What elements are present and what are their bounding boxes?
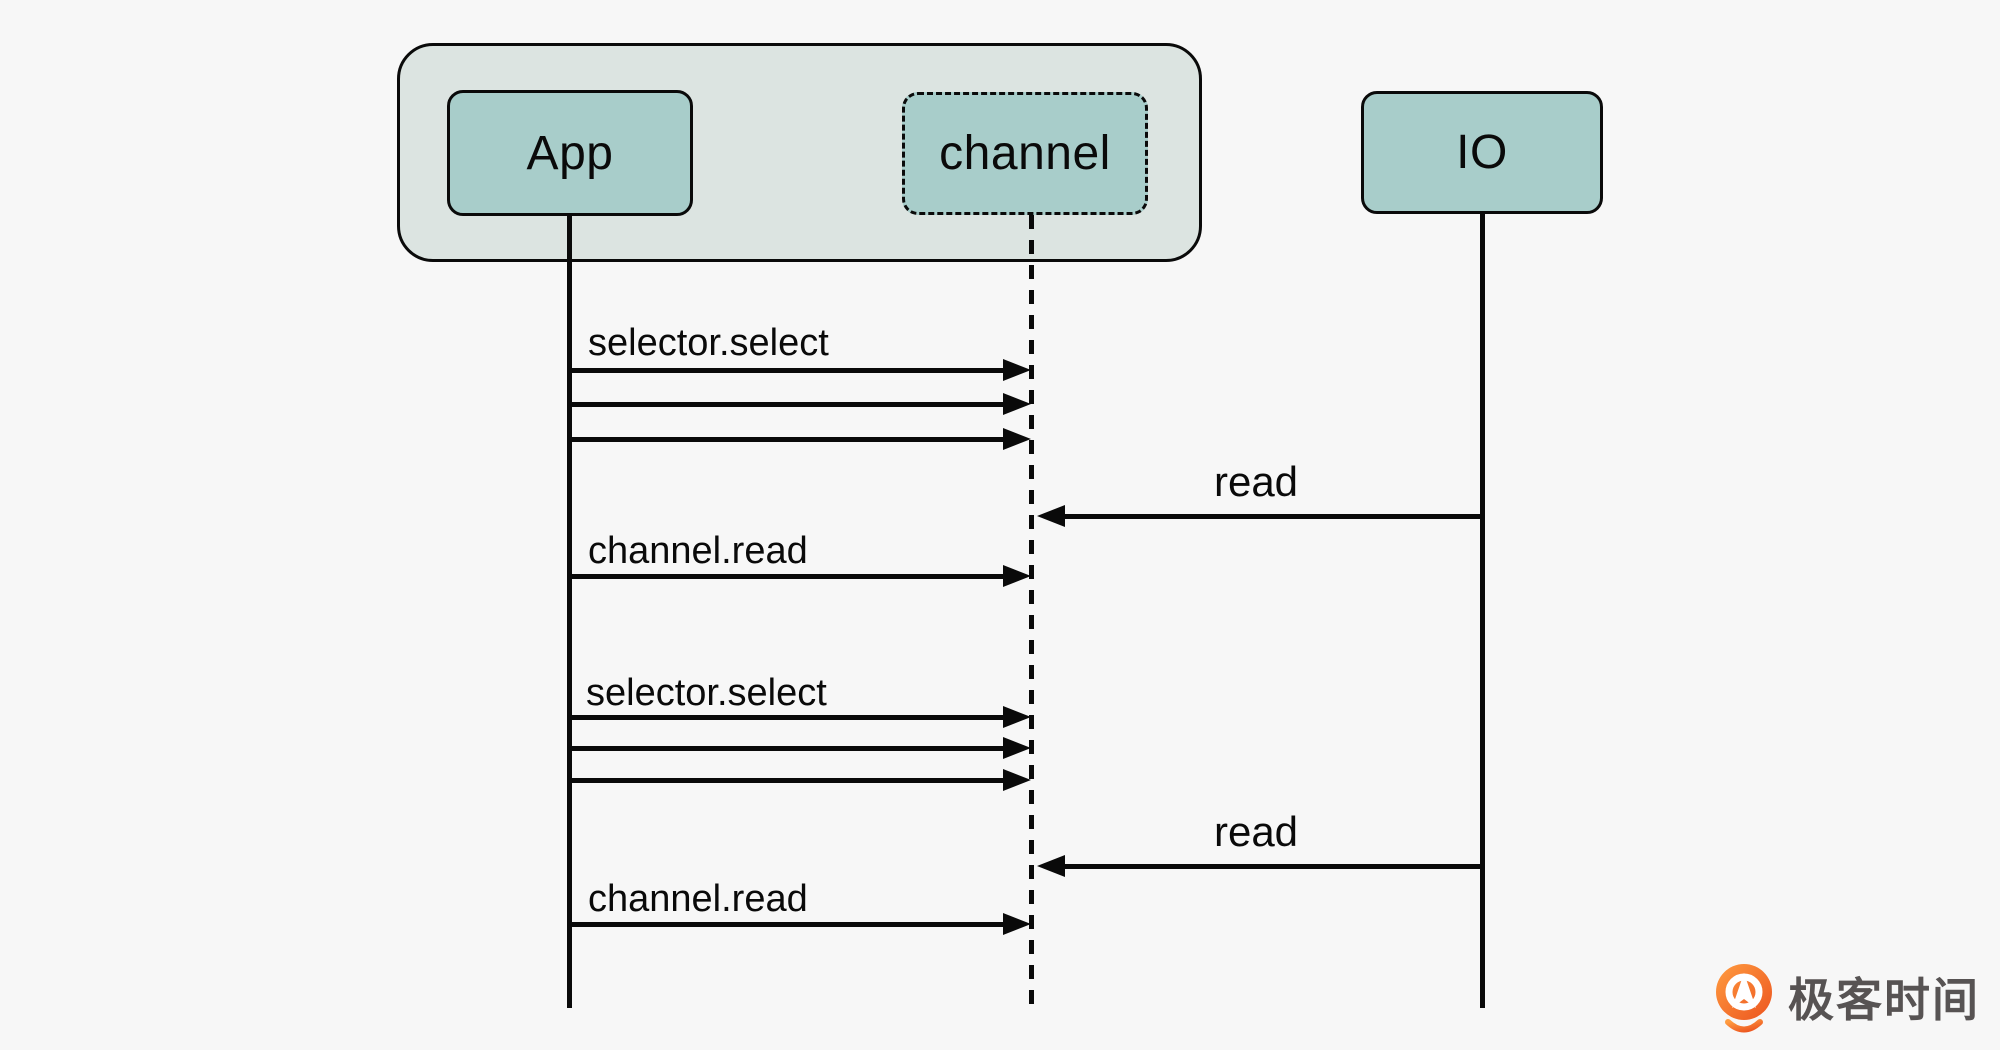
lifeline-app — [567, 216, 572, 1008]
actor-app-label: App — [526, 126, 614, 180]
actor-app: App — [447, 90, 693, 216]
lifeline-io — [1480, 214, 1485, 1008]
arrowhead-right-icon — [1003, 428, 1031, 450]
message-label-read-2: read — [1213, 808, 1299, 855]
arrow-line — [569, 746, 1003, 751]
actor-channel: channel — [902, 92, 1148, 215]
actor-io-label: IO — [1456, 126, 1508, 179]
message-label-selector-select-1: selector.select — [588, 322, 829, 364]
arrowhead-right-icon — [1003, 359, 1031, 381]
geektime-logo: 极客时间 — [1712, 962, 1980, 1036]
arrowhead-right-icon — [1003, 565, 1031, 587]
message-label-channel-read-1: channel.read — [588, 530, 808, 572]
geektime-logo-text: 极客时间 — [1788, 974, 1980, 1026]
arrow-line — [569, 437, 1003, 442]
message-label-selector-select-2: selector.select — [586, 672, 827, 714]
lifeline-channel — [1029, 215, 1034, 1008]
arrowhead-right-icon — [1003, 913, 1031, 935]
arrowhead-right-icon — [1003, 737, 1031, 759]
arrowhead-right-icon — [1003, 769, 1031, 791]
arrow-line — [569, 778, 1003, 783]
arrow-line — [569, 574, 1003, 579]
arrowhead-right-icon — [1003, 393, 1031, 415]
arrow-line — [569, 368, 1003, 373]
geektime-pin-icon — [1716, 964, 1772, 1033]
message-label-channel-read-2: channel.read — [588, 878, 808, 920]
message-label-read-1: read — [1213, 458, 1299, 505]
arrow-line — [569, 402, 1003, 407]
arrowhead-left-icon — [1037, 855, 1065, 877]
arrowhead-left-icon — [1037, 505, 1065, 527]
arrowhead-right-icon — [1003, 706, 1031, 728]
actor-channel-label: channel — [939, 127, 1111, 180]
actor-io: IO — [1361, 91, 1603, 214]
arrow-line — [569, 922, 1003, 927]
arrow-line — [1065, 514, 1482, 519]
arrow-line — [1065, 864, 1482, 869]
arrow-line — [569, 715, 1003, 720]
